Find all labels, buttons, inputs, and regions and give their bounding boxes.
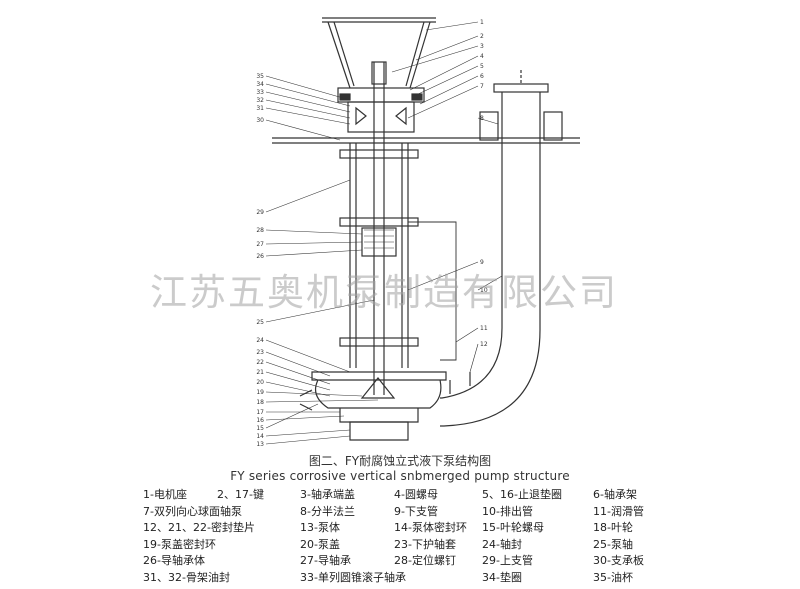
callout-number: 12	[480, 341, 488, 348]
legend-row: 31、32-骨架油封 33-单列圆锥滚子轴承 34-垫圈 35-油杯	[143, 569, 793, 586]
callout-number: 20	[256, 379, 264, 386]
pump-casing	[299, 371, 447, 441]
legend-item: 1-电机座	[143, 488, 187, 501]
figure-caption-chinese: 图二、FY耐腐蚀立式液下泵结构图	[308, 454, 492, 468]
legend-item: 28-定位螺钉	[394, 554, 456, 568]
callout-number: 29	[256, 209, 264, 216]
legend-item: 30-支承板	[593, 554, 644, 568]
legend-item: 13-泵体	[300, 521, 340, 535]
lubrication-tube	[408, 221, 457, 361]
callout-number: 13	[256, 441, 264, 448]
callout-number: 24	[256, 337, 264, 344]
legend-item: 19-泵盖密封环	[143, 537, 216, 551]
legend-item: 12、21、22-密封垫片	[143, 521, 255, 535]
legend-item: 5、16-止退垫圈	[482, 488, 562, 501]
callout-number: 35	[256, 73, 264, 80]
legend-item: 34-垫圈	[482, 570, 522, 584]
legend-item: 23-下护轴套	[394, 537, 456, 551]
legend-item: 4-圆螺母	[394, 488, 438, 501]
legend-item: 15-叶轮螺母	[482, 521, 544, 535]
legend-item: 8-分半法兰	[300, 504, 355, 518]
discharge-pipe	[440, 70, 563, 427]
legend-item: 27-导轴承	[300, 554, 351, 568]
legend-item: 2、17-键	[217, 488, 264, 501]
callout-number: 6	[480, 73, 484, 80]
legend-row: 7-双列向心球面轴泵 8-分半法兰 9-下支管 10-排出管 11-润滑管	[143, 503, 793, 520]
callout-number: 3	[480, 43, 484, 50]
legend-item: 18-叶轮	[593, 521, 633, 535]
callout-number: 8	[480, 115, 484, 122]
callout-number: 15	[256, 425, 264, 432]
callout-number: 19	[256, 389, 264, 396]
legend-row: 1-电机座 2、17-键 3-轴承端盖 4-圆螺母 5、16-止退垫圈 6-轴承…	[143, 486, 793, 503]
legend-item: 24-轴封	[482, 537, 522, 551]
legend-row: 19-泵盖密封环 20-泵盖 23-下护轴套 24-轴封 25-泵轴	[143, 536, 793, 553]
legend-row: 12、21、22-密封垫片 13-泵体 14-泵体密封环 15-叶轮螺母 18-…	[143, 519, 793, 536]
callout-number: 2	[480, 33, 484, 40]
callout-number: 18	[256, 399, 264, 406]
callout-number: 7	[480, 83, 484, 90]
legend-row: 26-导轴承体 27-导轴承 28-定位螺钉 29-上支管 30-支承板	[143, 552, 793, 569]
figure-caption-english: FY series corrosive vertical snbmerged p…	[230, 469, 570, 483]
support-plate	[272, 137, 580, 144]
callout-number: 22	[256, 359, 264, 366]
legend-item: 20-泵盖	[300, 537, 340, 551]
callout-number: 11	[480, 325, 488, 332]
callout-number: 25	[256, 319, 264, 326]
callout-number: 14	[256, 433, 264, 440]
legend-item: 29-上支管	[482, 554, 533, 568]
callout-number: 27	[256, 241, 264, 248]
callout-number: 28	[256, 227, 264, 234]
legend-item: 25-泵轴	[593, 537, 633, 551]
bearing-housing	[337, 87, 425, 133]
callout-number: 26	[256, 253, 264, 260]
legend-item: 31、32-骨架油封	[143, 570, 230, 584]
motor-seat	[322, 17, 436, 89]
guide-bearing	[361, 227, 397, 257]
legend-item: 35-油杯	[593, 570, 633, 584]
legend-item: 6-轴承架	[593, 488, 637, 501]
callout-number: 5	[480, 63, 484, 70]
pump-structure-drawing: 3534333231302928272625242322212019181716…	[256, 17, 580, 448]
callout-number: 9	[480, 259, 484, 266]
column-pipe	[339, 143, 419, 368]
callout-number: 1	[480, 19, 484, 26]
callout-number: 33	[256, 89, 264, 96]
callout-number: 30	[256, 117, 264, 124]
callout-number: 34	[256, 81, 264, 88]
callout-number: 4	[480, 53, 484, 60]
company-watermark: 江苏五奥机泵制造有限公司	[150, 271, 618, 314]
callout-number: 10	[480, 287, 488, 294]
legend-item: 3-轴承端盖	[300, 488, 355, 501]
callout-number: 21	[256, 369, 264, 376]
legend-item: 11-润滑管	[593, 504, 644, 518]
callout-number: 16	[256, 417, 264, 424]
legend-item: 7-双列向心球面轴泵	[143, 504, 242, 518]
callout-number: 23	[256, 349, 264, 356]
callout-number: 32	[256, 97, 264, 104]
legend-item: 26-导轴承体	[143, 554, 205, 568]
callout-leaders-left	[265, 75, 379, 445]
legend-item: 33-单列圆锥滚子轴承	[300, 570, 406, 584]
legend-item: 14-泵体密封环	[394, 521, 467, 535]
legend-item: 9-下支管	[394, 504, 438, 518]
callout-number: 31	[256, 105, 264, 112]
callout-leaders-right	[391, 21, 503, 373]
parts-legend: 1-电机座 2、17-键 3-轴承端盖 4-圆螺母 5、16-止退垫圈 6-轴承…	[143, 486, 793, 586]
legend-item: 10-排出管	[482, 504, 533, 518]
callout-number: 17	[256, 409, 264, 416]
